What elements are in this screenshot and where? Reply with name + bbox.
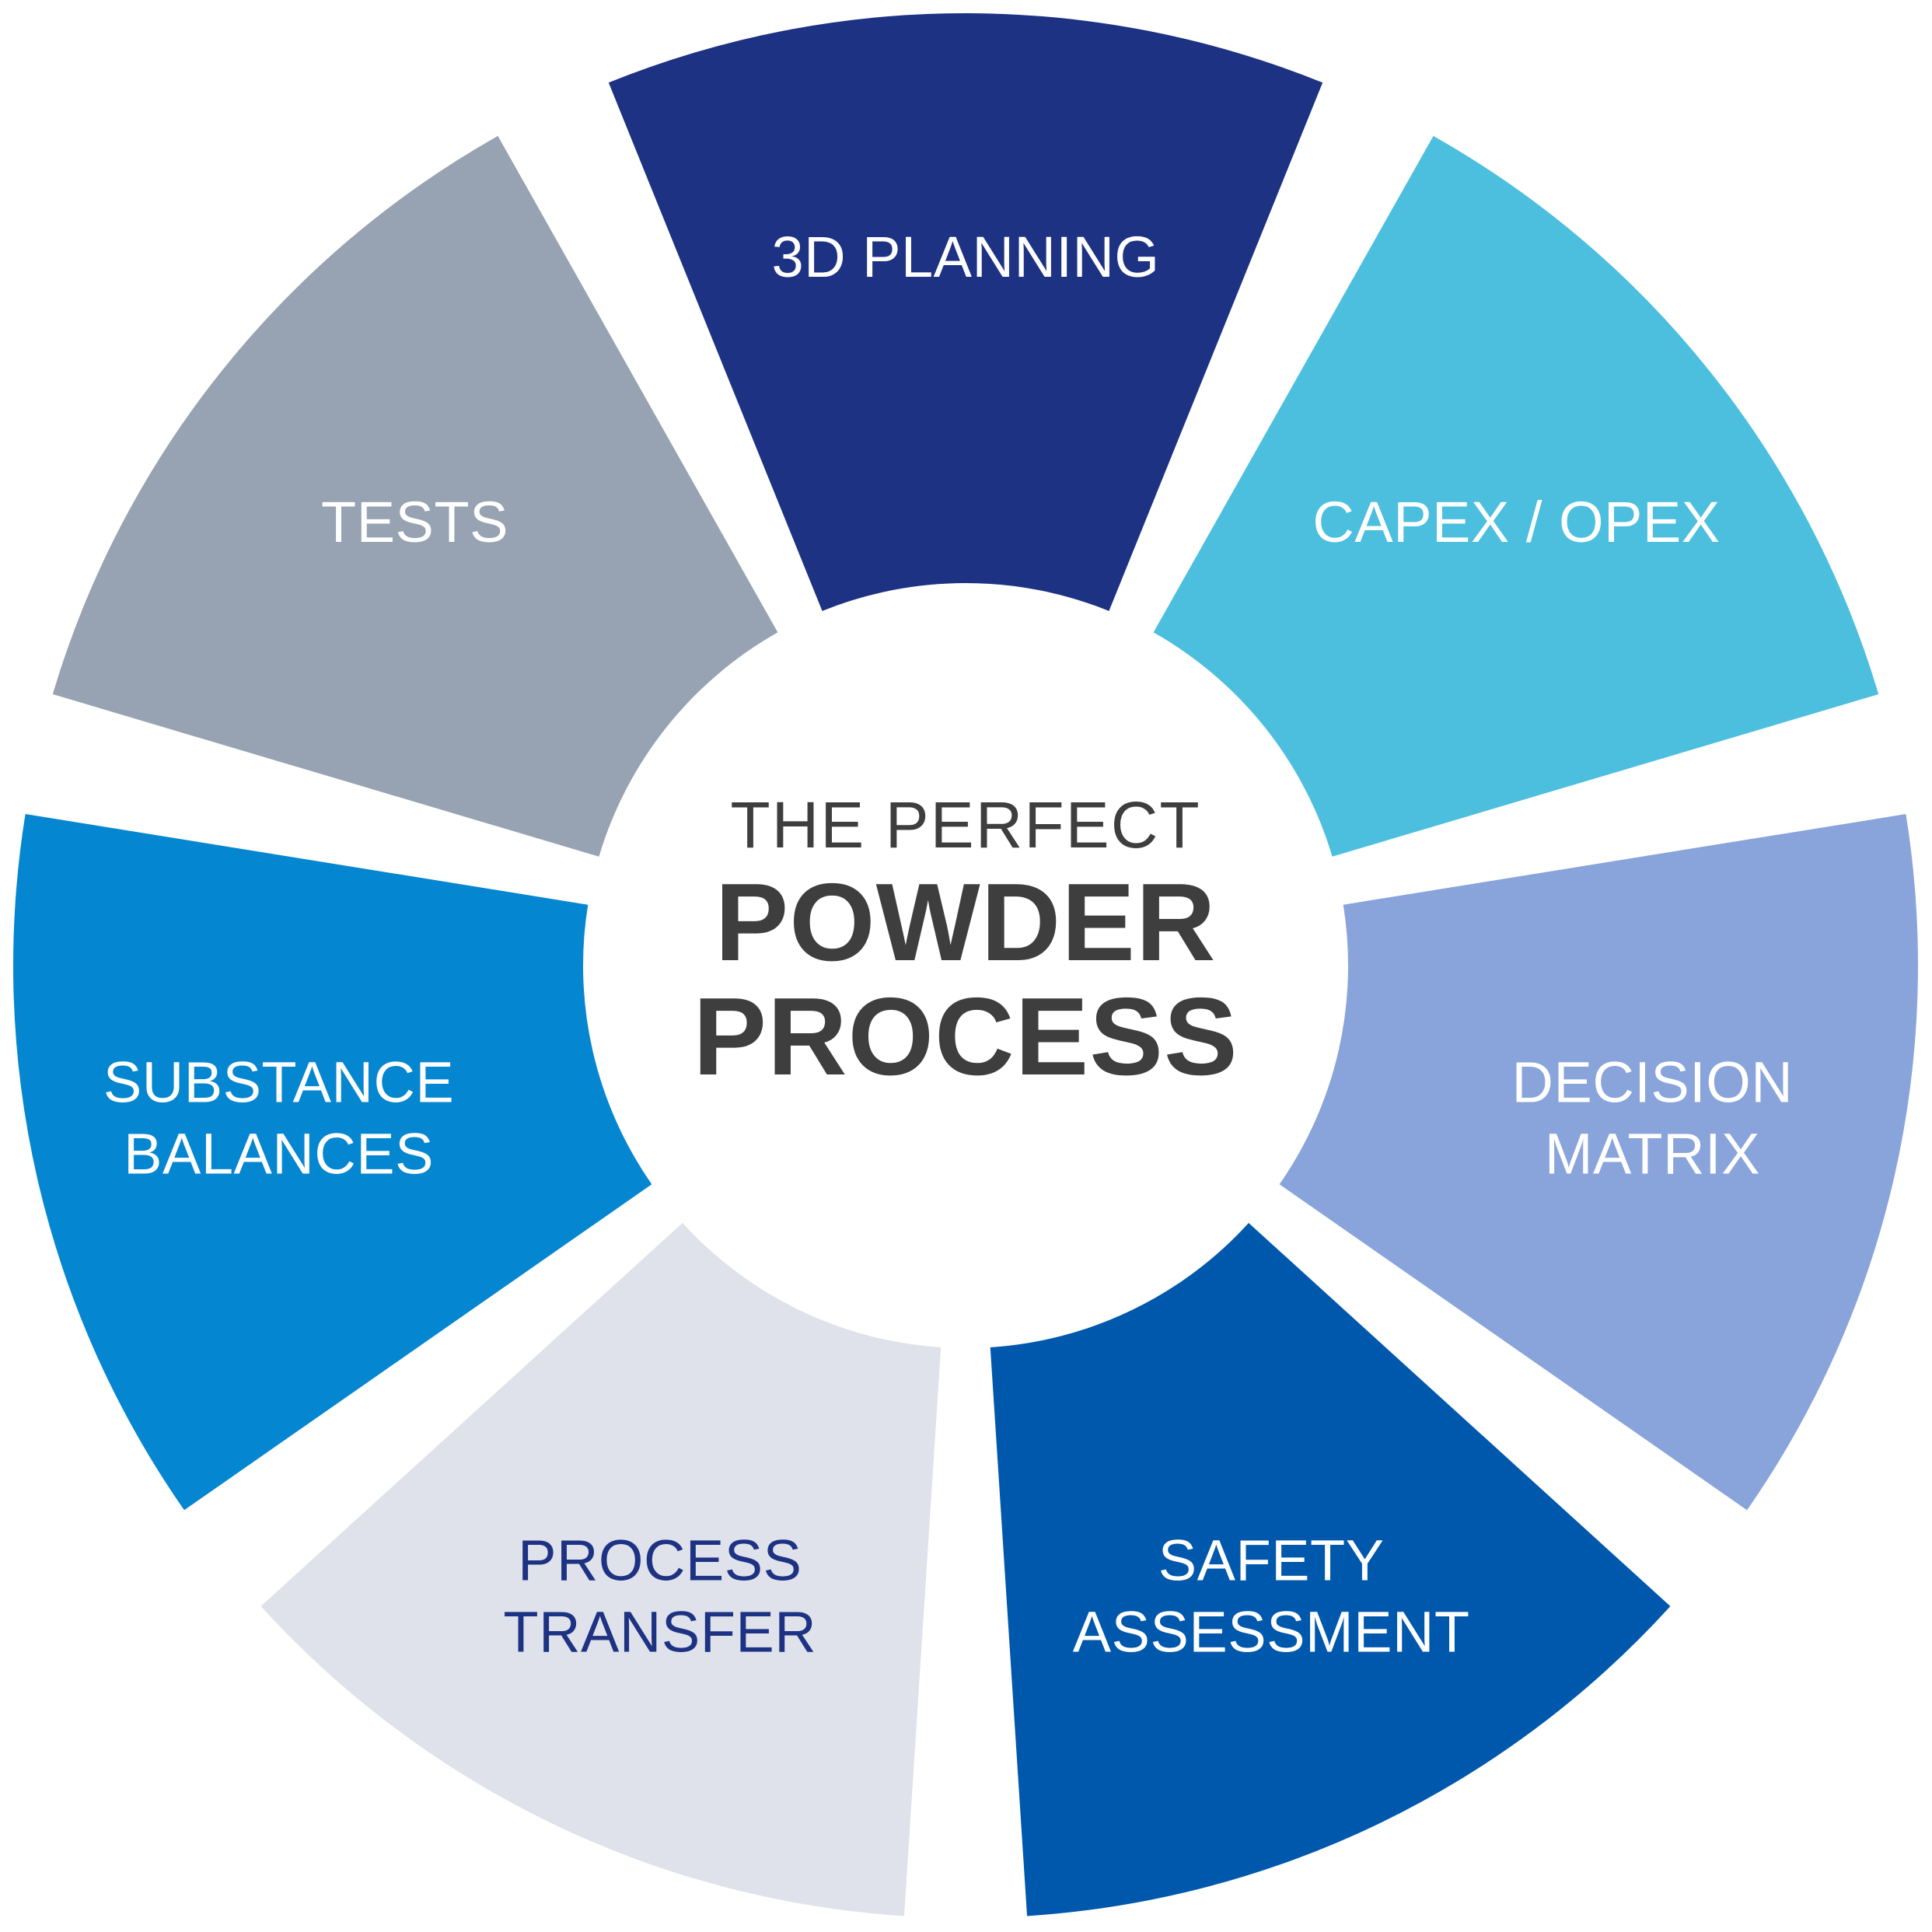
segment-shape-safety-assessment[interactable]: [990, 1222, 1671, 1916]
center-title-line-1: POWDER: [715, 861, 1217, 984]
segment-label-process-transfer: PROCESS TRANSFER: [503, 1528, 816, 1664]
segment-shape-process-transfer[interactable]: [260, 1222, 942, 1916]
center-title-line-2: PROCESS: [693, 975, 1238, 1099]
wheel-segment-safety-assessment[interactable]: [990, 1222, 1671, 1916]
segment-label-line: BALANCES: [124, 1121, 434, 1186]
wheel-segment-decision-matrix[interactable]: [1279, 814, 1919, 1511]
segment-label-line: DECISION: [1512, 1050, 1794, 1114]
segment-label-line: SUBSTANCE: [103, 1050, 454, 1114]
segment-label-line: SAFETY: [1158, 1528, 1385, 1592]
segment-label-line: 3D PLANNING: [772, 224, 1160, 288]
segment-label-line: PROCESS: [518, 1528, 802, 1592]
segment-shape-capex-opex[interactable]: [1153, 135, 1879, 857]
segment-label-line: ASSESSMENT: [1073, 1599, 1470, 1664]
wheel-segment-3d-planning[interactable]: [608, 12, 1323, 611]
segment-shape-decision-matrix[interactable]: [1279, 814, 1919, 1511]
segment-label-line: TRANSFER: [503, 1599, 816, 1664]
wheel-segments: [12, 12, 1919, 1916]
segment-label-substance-balances: SUBSTANCE BALANCES: [103, 1050, 454, 1186]
segment-label-capex-opex: CAPEX / OPEX: [1312, 490, 1720, 554]
segment-label-decision-matrix: DECISION MATRIX: [1512, 1050, 1794, 1186]
wheel-segment-labels: CAPEX / OPEX DECISION MATRIX SAFETY ASSESSME…: [103, 224, 1793, 1663]
center-eyebrow-text: THE PERFECT: [730, 788, 1200, 861]
wheel-segment-substance-balances[interactable]: [12, 814, 652, 1511]
segment-label-safety-assessment: SAFETY ASSESSMENT: [1073, 1528, 1470, 1664]
segment-label-line: CAPEX / OPEX: [1312, 490, 1720, 554]
wheel-segment-process-transfer[interactable]: [260, 1222, 942, 1916]
center-text-block: THE PERFECT POWDER PROCESS: [693, 788, 1238, 1099]
segment-label-line: TESTS: [321, 490, 508, 554]
segment-label-tests: TESTS: [321, 490, 508, 554]
wheel-segment-tests[interactable]: [52, 135, 778, 857]
wheel-segment-capex-opex[interactable]: [1153, 135, 1879, 857]
segment-shape-3d-planning[interactable]: [608, 12, 1323, 611]
segment-shape-tests[interactable]: [52, 135, 778, 857]
segment-shape-substance-balances[interactable]: [12, 814, 652, 1511]
segment-label-3d-planning: 3D PLANNING: [772, 224, 1160, 288]
segment-label-line: MATRIX: [1545, 1121, 1760, 1186]
